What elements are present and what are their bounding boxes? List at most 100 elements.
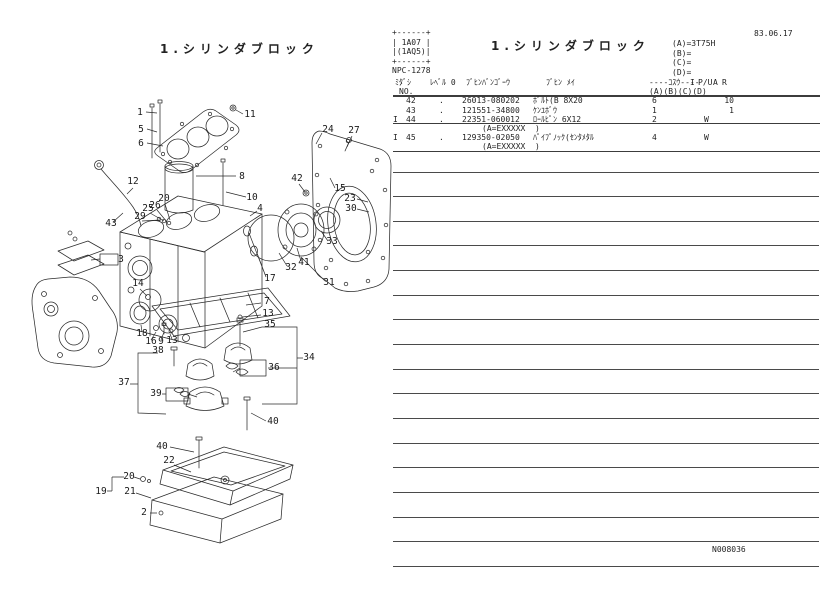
page-title-center: 1.シリンダブロック (491, 39, 650, 53)
head-gasket (155, 109, 239, 172)
diagram-callout-25: 25 (142, 203, 153, 214)
part-name: ﾊﾟｲﾌﾟﾉｯｸ(ｾﾝﾀﾒﾀﾙ (533, 133, 594, 142)
item-no: 42 (406, 96, 416, 105)
table-mid-rule (393, 122, 820, 124)
col-header-part-number: ﾌﾞﾋﾝﾊﾞﾝｺﾞｰｳ (466, 78, 510, 87)
diagram-callout-13: 13 (262, 308, 273, 319)
qty-a: 2 (652, 114, 657, 124)
leader-lines (91, 110, 369, 513)
diagram-callout-36: 36 (268, 362, 280, 373)
cylinder-liner (165, 162, 193, 214)
bearing-housing (248, 204, 340, 261)
empty-ruled-line (393, 220, 819, 222)
diagram-callout-14: 14 (132, 278, 144, 289)
part-number: 22351-060012 (462, 114, 520, 124)
row-flag: I (393, 114, 398, 124)
model-spec-lines: (A)=3T75H (B)= (C)= (D)= (672, 39, 716, 77)
diagram-callout-11: 11 (244, 109, 256, 120)
diagram-callout-39: 39 (150, 388, 162, 399)
qty-a: 4 (652, 133, 657, 142)
doc-number: N008036 (712, 545, 746, 554)
diagram-callout-38: 38 (152, 345, 164, 356)
part-number: 121551-34800 (462, 105, 520, 115)
level-dot: . (439, 96, 444, 105)
diagram-callout-33: 33 (326, 236, 337, 247)
empty-ruled-line (393, 196, 819, 198)
diagram-callout-7: 7 (264, 296, 270, 307)
diagram-callout-22: 22 (163, 455, 174, 466)
diagram-callout-40: 40 (267, 416, 279, 427)
diagram-callout-21: 21 (124, 486, 136, 497)
col-header-part-name: ﾌﾞﾋﾝ ﾒｲ (546, 78, 575, 87)
table-bottom-rule (393, 150, 820, 152)
col-header-r: R (722, 78, 727, 87)
diagram-callout-40: 40 (156, 441, 168, 452)
fasteners-top (150, 100, 352, 205)
diagram-callout-32: 32 (285, 262, 296, 273)
col-header-a: A (713, 78, 718, 87)
empty-ruled-line (393, 368, 819, 370)
diagram-callout-10: 10 (246, 192, 258, 203)
diagram-callout-8: 8 (239, 171, 245, 182)
level-dot: . (439, 105, 444, 115)
col-header-abcd: (A)(B)(C)(D) (649, 86, 707, 96)
diagram-callout-4: 4 (257, 203, 263, 214)
diagram-callout-12: 12 (127, 176, 138, 187)
item-no: 43 (406, 105, 416, 115)
level-dot: . (439, 114, 444, 124)
date-label: 83.06.17 (754, 29, 793, 38)
table-header-rule (393, 95, 820, 97)
diagram-callout-41: 41 (298, 257, 310, 268)
diagram-callout-20: 20 (158, 193, 170, 204)
diagram-callout-2: 2 (141, 507, 147, 518)
diagram-callout-3: 3 (118, 254, 124, 265)
col-header-qty: ----ｺｽｳ---- (649, 78, 700, 87)
empty-ruled-line (393, 467, 819, 469)
side-cover-plates (58, 231, 118, 275)
part-name: ｹﾝﾕﾎﾞｳ (533, 105, 557, 115)
diagram-callout-23: 23 (344, 193, 355, 204)
diagram-callout-13: 13 (166, 335, 177, 346)
col-header-level: ﾚﾍﾞﾙ 0 (430, 78, 456, 87)
diagram-callout-19: 19 (95, 486, 107, 497)
diagram-callout-6: 6 (138, 138, 144, 149)
diagram-callout-9: 9 (158, 336, 164, 347)
empty-ruled-line (393, 516, 819, 518)
diagram-callout-26: 26 (149, 200, 161, 211)
empty-ruled-line (393, 491, 819, 493)
diagram-callout-27: 27 (348, 125, 359, 136)
diagram-callout-17: 17 (264, 273, 275, 284)
fiche-code-box: +------+ | 1A07 | |(1AQ5)| +------+ NPC-… (392, 28, 431, 75)
bearing-caps (166, 318, 266, 468)
diagram-callout-29: 29 (134, 211, 146, 222)
diagram-callout-24: 24 (322, 124, 334, 135)
empty-ruled-line (393, 541, 819, 543)
gear-housing (32, 277, 150, 367)
item-no: 45 (406, 133, 416, 142)
diagram-callout-43: 43 (105, 218, 116, 229)
empty-ruled-line (393, 418, 819, 419)
diagram-callout-31: 31 (323, 277, 335, 288)
diagram-callout-16: 16 (145, 336, 157, 347)
empty-ruled-line (393, 245, 819, 247)
qty-right: 10 (724, 96, 734, 105)
diagram-callout-34: 34 (303, 352, 315, 363)
diagram-callout-5: 5 (138, 124, 144, 135)
empty-ruled-line (393, 344, 819, 346)
page-title-left: 1.シリンダブロック (160, 42, 319, 56)
oil-pan (141, 447, 294, 543)
empty-ruled-line (393, 442, 819, 444)
part-number: 129350-02050 (462, 133, 520, 142)
part-name: ﾎﾞﾙﾄ(B 8X20 (533, 96, 583, 105)
row-note: (A=EXXXXX ) (482, 123, 540, 133)
pu-mark: W (704, 133, 709, 142)
part-number: 26013-080202 (462, 96, 520, 105)
part-name: ﾛｰﾙﾋﾟﾝ 6X12 (533, 114, 582, 124)
col-header-pu: P/U (698, 78, 713, 87)
item-no: 44 (406, 114, 416, 124)
diagram-callout-35: 35 (264, 319, 275, 330)
col-header-i: I (690, 78, 695, 87)
